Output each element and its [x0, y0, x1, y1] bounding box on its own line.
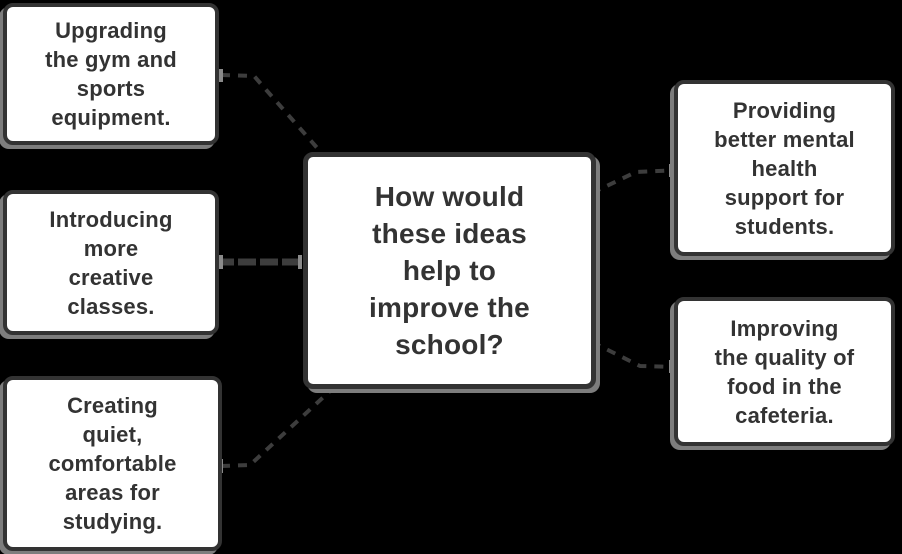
- node-cafeteria-food: Improving the quality of food in the caf…: [674, 297, 895, 446]
- connector-study-center: [220, 389, 332, 468]
- node-upgrading-gym: Upgrading the gym and sports equipment.: [3, 3, 219, 145]
- node-study-areas: Creating quiet, comfortable areas for st…: [3, 376, 222, 551]
- node-mental-health-label: Providing better mental health support f…: [714, 97, 855, 239]
- connector-center-mental: [591, 168, 681, 195]
- node-mental-health: Providing better mental health support f…: [674, 80, 895, 256]
- node-study-areas-label: Creating quiet, comfortable areas for st…: [48, 393, 177, 534]
- connector-gym-center: [220, 73, 328, 160]
- node-central-question: How would these ideas help to improve th…: [303, 152, 596, 389]
- node-central-question-label: How would these ideas help to improve th…: [369, 181, 530, 360]
- connector-center-food: [591, 340, 681, 369]
- node-cafeteria-food-label: Improving the quality of food in the caf…: [714, 315, 855, 428]
- node-creative-classes: Introducing more creative classes.: [3, 190, 219, 335]
- node-creative-classes-label: Introducing more creative classes.: [49, 206, 173, 319]
- node-upgrading-gym-label: Upgrading the gym and sports equipment.: [45, 18, 177, 130]
